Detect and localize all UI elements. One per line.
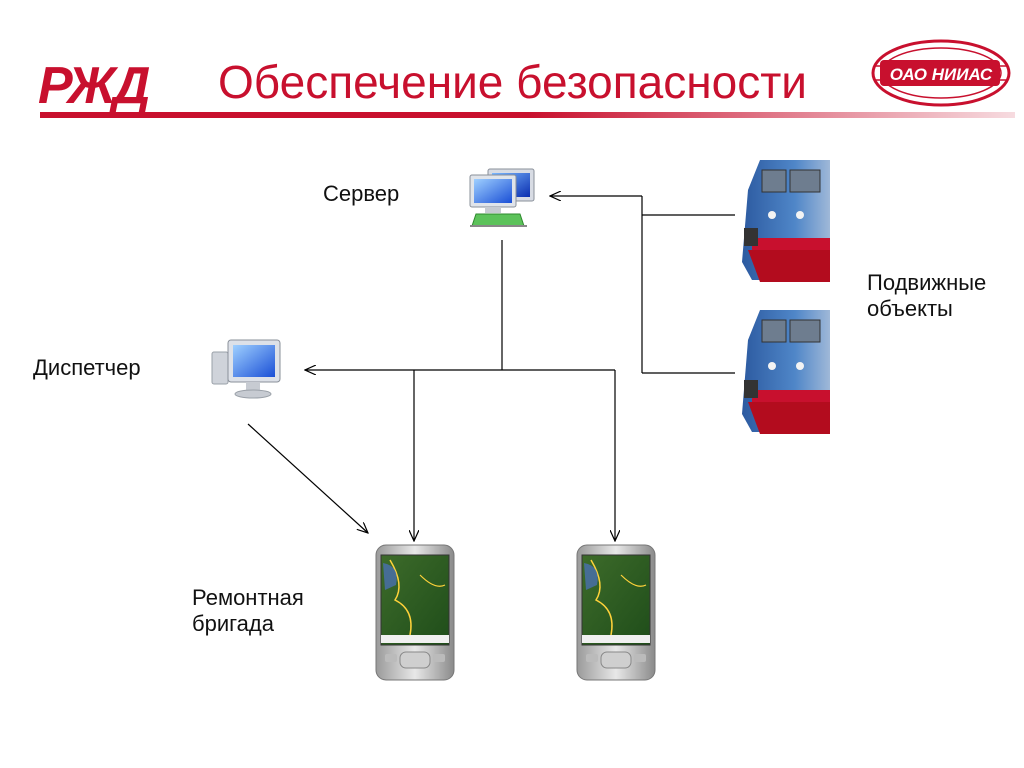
connectors — [247, 196, 735, 541]
page-title: Обеспечение безопасности — [218, 56, 807, 108]
repair-team-label: Ремонтная бригада — [192, 585, 304, 637]
repair-team-label-line1: Ремонтная — [192, 585, 304, 610]
pda-device-icon — [375, 544, 455, 681]
network-computers-icon — [469, 168, 535, 227]
mobile-objects-label: Подвижные объекты — [867, 270, 986, 322]
dispatcher-label: Диспетчер — [33, 355, 141, 380]
pda-device-icon — [576, 544, 656, 681]
svg-text:ОАО НИИАС: ОАО НИИАС — [890, 65, 993, 84]
desktop-computer-icon — [211, 339, 281, 399]
mobile-objects-label-line1: Подвижные — [867, 270, 987, 295]
locomotive-icon — [742, 310, 830, 434]
locomotive-icon — [742, 160, 830, 282]
server-label: Сервер — [323, 181, 400, 206]
mobile-objects-label-line2: объекты — [867, 296, 953, 321]
title-divider — [40, 112, 1015, 118]
svg-text:РЖД: РЖД — [38, 57, 150, 115]
rzd-logo: РЖД — [38, 57, 153, 115]
repair-team-label-line2: бригада — [192, 611, 274, 636]
niias-logo: ОАО НИИАС — [871, 39, 1011, 107]
